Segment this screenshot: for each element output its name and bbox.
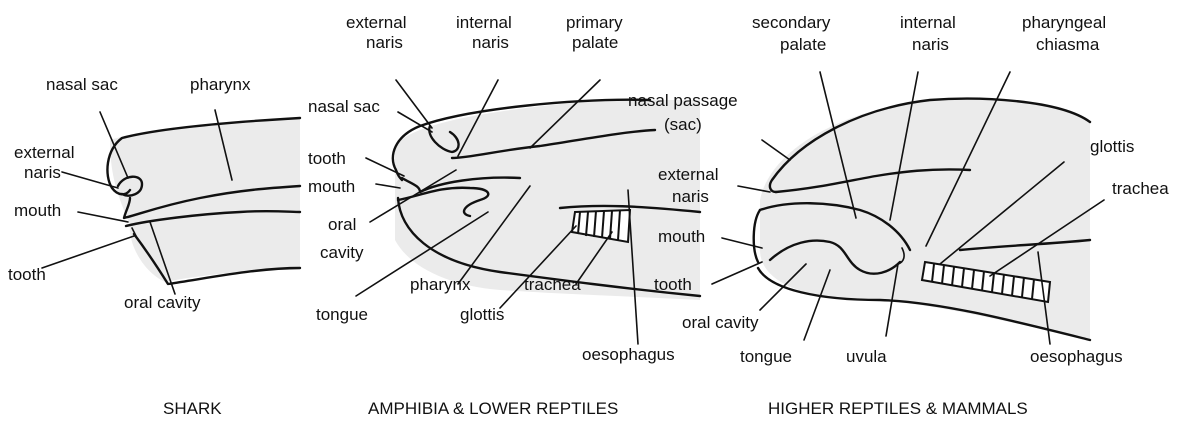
mammals-label-nasal-passage-2: (sac) xyxy=(664,115,702,134)
mammals-label-mouth: mouth xyxy=(658,227,705,246)
mammals-figure: secondary palate internal naris pharynge… xyxy=(628,13,1169,418)
shark-tooth-leader xyxy=(42,236,134,268)
mammals-label-internal-naris: internal xyxy=(900,13,956,32)
amphibia-label-primary-palate: primary xyxy=(566,13,623,32)
shark-caption: SHARK xyxy=(163,399,222,418)
mammals-jaw-front xyxy=(754,210,760,262)
amphibia-label-internal-naris-2: naris xyxy=(472,33,509,52)
mammals-label-secondary-palate: secondary xyxy=(752,13,831,32)
amphibia-label-nasal-sac: nasal sac xyxy=(308,97,380,116)
amphibia-label-tongue: tongue xyxy=(316,305,368,324)
amphibia-label-pharynx: pharynx xyxy=(410,275,471,294)
shark-mouth-leader xyxy=(78,212,128,222)
amphibia-caption: AMPHIBIA & LOWER REPTILES xyxy=(368,399,618,418)
mammals-label-oesophagus: oesophagus xyxy=(1030,347,1123,366)
shark-label-external-naris-2: naris xyxy=(24,163,61,182)
mammals-tooth-leader xyxy=(712,262,762,284)
mammals-label-pharyngeal-chiasma-2: chiasma xyxy=(1036,35,1100,54)
shark-body-shading xyxy=(110,118,300,282)
shark-label-mouth: mouth xyxy=(14,201,61,220)
amphibia-label-external-naris-2: naris xyxy=(366,33,403,52)
mammals-label-pharyngeal-chiasma: pharyngeal xyxy=(1022,13,1106,32)
shark-label-oral-cavity: oral cavity xyxy=(124,293,201,312)
mammals-label-external-naris-2: naris xyxy=(672,187,709,206)
amphibia-label-oral-cavity-2: cavity xyxy=(320,243,364,262)
mammals-label-tooth: tooth xyxy=(654,275,692,294)
mammals-label-external-naris: external xyxy=(658,165,718,184)
mammals-label-nasal-passage: nasal passage xyxy=(628,91,738,110)
mammals-label-oral-cavity: oral cavity xyxy=(682,313,759,332)
shark-label-tooth: tooth xyxy=(8,265,46,284)
mammals-label-tongue: tongue xyxy=(740,347,792,366)
mammals-label-internal-naris-2: naris xyxy=(912,35,949,54)
amphibia-label-primary-palate-2: palate xyxy=(572,33,618,52)
mammals-label-uvula: uvula xyxy=(846,347,887,366)
shark-label-nasal-sac: nasal sac xyxy=(46,75,118,94)
amphibia-label-mouth: mouth xyxy=(308,177,355,196)
mammals-mouth-leader xyxy=(722,238,762,248)
amphibia-label-oesophagus: oesophagus xyxy=(582,345,675,364)
amphibia-label-trachea: trachea xyxy=(524,275,581,294)
mammals-label-glottis: glottis xyxy=(1090,137,1134,156)
shark-label-external-naris: external xyxy=(14,143,74,162)
amphibia-label-glottis: glottis xyxy=(460,305,504,324)
mammals-caption: HIGHER REPTILES & MAMMALS xyxy=(768,399,1028,418)
amphibia-label-internal-naris: internal xyxy=(456,13,512,32)
mammals-label-secondary-palate-2: palate xyxy=(780,35,826,54)
mammals-label-trachea: trachea xyxy=(1112,179,1169,198)
amphibia-label-oral: oral xyxy=(328,215,356,234)
amphibia-label-external-naris: external xyxy=(346,13,406,32)
mammals-nasal-passage-leader xyxy=(762,140,790,160)
shark-figure: nasal sac pharynx external naris mouth t… xyxy=(8,75,300,418)
amphibia-figure: external naris internal naris primary pa… xyxy=(308,13,700,418)
amphibia-label-tooth: tooth xyxy=(308,149,346,168)
shark-label-pharynx: pharynx xyxy=(190,75,251,94)
